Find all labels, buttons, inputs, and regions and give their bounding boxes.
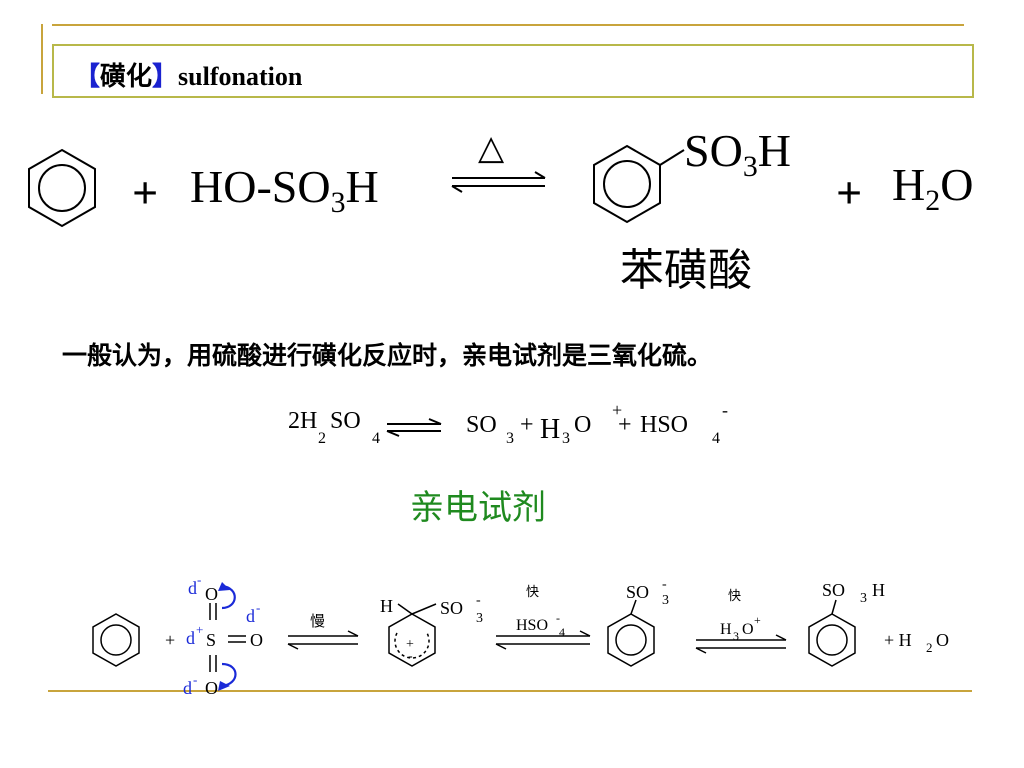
svg-text:-: - — [662, 577, 667, 592]
svg-text:-: - — [256, 600, 260, 615]
bottom-rule — [48, 690, 972, 692]
product-name: 苯磺酸 — [620, 245, 752, 296]
svg-text:3: 3 — [476, 611, 483, 626]
benzene-ring-product — [593, 144, 685, 224]
svg-text:-: - — [193, 672, 197, 687]
title-en: sulfonation — [178, 62, 303, 91]
benzene-ring-reactant — [28, 148, 96, 228]
mechanism-scheme: d - O d - + d + S O d - O 慢 H SO 3 - + -… — [92, 572, 949, 698]
heat-condition: △ — [478, 128, 505, 168]
left-rule — [41, 24, 43, 94]
plus-sign-2: + — [836, 167, 863, 218]
svg-text:3: 3 — [733, 629, 739, 643]
oxygen-bottom: O — [205, 678, 218, 698]
oxygen-top: O — [205, 584, 218, 604]
slide-title: 【磺化】sulfonation — [74, 56, 302, 93]
svg-text:-: - — [197, 572, 201, 587]
svg-text:4: 4 — [559, 625, 565, 639]
svg-text:-: - — [556, 611, 560, 625]
sulfuric-acid-formula: HO-SO3H — [190, 161, 379, 220]
title-box: 【磺化】sulfonation — [52, 44, 974, 98]
benzenesulfonic-acid-ring — [808, 599, 856, 667]
svg-text:SO: SO — [440, 598, 463, 618]
top-rule — [52, 24, 964, 26]
title-cn: 磺化 — [100, 62, 153, 92]
delta-minus-o-top-d: d — [188, 578, 197, 598]
svg-text:+ H: + H — [884, 630, 912, 650]
svg-text:+: + — [754, 613, 761, 627]
sigma-complex — [388, 603, 437, 667]
svg-text:O: O — [742, 621, 754, 638]
svg-text:+: + — [196, 622, 203, 637]
statement-text: 一般认为，用硫酸进行磺化反应时，亲电试剂是三氧化硫。 — [62, 341, 713, 370]
svg-text:H: H — [380, 596, 393, 616]
water-formula: H2O — [892, 159, 974, 218]
electrophile-label: 亲电试剂 — [410, 488, 546, 528]
svg-text:+: + — [165, 630, 175, 650]
sulfonic-group-formula: SO3H — [684, 125, 791, 184]
title-bracket-open: 【 — [74, 62, 101, 92]
plus-sign-1: + — [132, 167, 159, 218]
svg-text:3: 3 — [860, 591, 867, 606]
svg-text:O: O — [936, 630, 949, 650]
svg-text:SO: SO — [822, 580, 845, 600]
fast-equilibrium-arrow-1 — [495, 630, 591, 650]
sulfur-atom: S — [206, 630, 216, 650]
svg-text:SO: SO — [626, 582, 649, 602]
title-bracket-close: 】 — [152, 62, 179, 92]
svg-text:d: d — [183, 678, 192, 698]
fast-equilibrium-arrow-2 — [695, 634, 787, 654]
svg-text:H: H — [720, 621, 732, 638]
benzene-a — [92, 613, 140, 667]
sulfuric-acid-equilibrium: 2H 2 SO 4 SO 3 + H 3 O + + HSO 4 - — [288, 400, 728, 447]
slow-equilibrium-arrow — [287, 630, 359, 650]
fast-label-2: 快 — [728, 588, 741, 603]
slow-label: 慢 — [310, 613, 325, 630]
svg-text:d: d — [246, 606, 255, 626]
svg-text:d: d — [186, 628, 195, 648]
svg-text:H: H — [872, 580, 885, 600]
equilibrium-arrow-2 — [386, 418, 442, 437]
benzenesulfonate-ring — [607, 599, 655, 667]
svg-text:HSO: HSO — [516, 617, 548, 634]
svg-text:-: - — [476, 593, 481, 608]
svg-text:2: 2 — [926, 640, 933, 655]
fast-label-1: 快 — [526, 584, 539, 599]
oxygen-right: O — [250, 630, 263, 650]
svg-text:+: + — [406, 637, 414, 652]
svg-text:3: 3 — [662, 593, 669, 608]
svg-text:-: - — [408, 649, 413, 664]
equilibrium-arrow-1 — [451, 171, 546, 193]
